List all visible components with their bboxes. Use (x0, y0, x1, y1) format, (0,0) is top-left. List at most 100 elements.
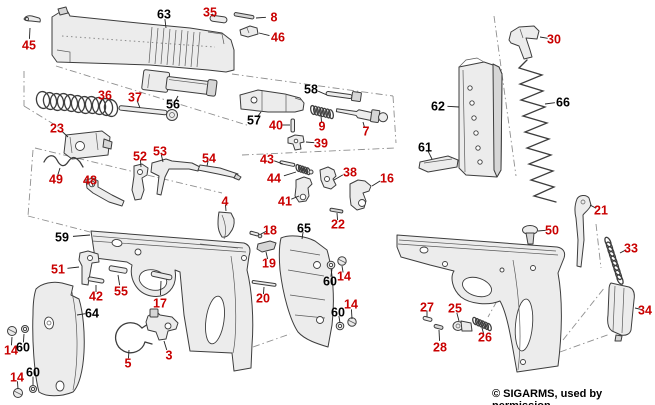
part-label-44: 44 (267, 172, 281, 186)
part-58 (325, 90, 362, 103)
leader-line (256, 111, 262, 118)
part-27 (422, 315, 433, 322)
leader-line (537, 229, 546, 232)
part-label-55: 55 (114, 285, 128, 299)
part-33 (604, 236, 624, 285)
leader-line (427, 151, 433, 160)
part-label-19: 19 (262, 257, 276, 271)
leader-line (117, 274, 121, 286)
leader-line (164, 18, 167, 29)
part-label-59: 59 (55, 231, 69, 245)
part-42 (87, 276, 105, 284)
part-22 (329, 207, 344, 214)
part-label-57: 57 (247, 114, 261, 128)
part-55 (108, 265, 128, 274)
part-label-58: 58 (304, 83, 318, 97)
part-frame-right (396, 234, 566, 373)
part-60 (21, 260, 345, 393)
leader-line (305, 141, 315, 144)
part-label-54: 54 (202, 152, 216, 166)
part-label-64: 64 (85, 307, 99, 321)
part-label-56: 56 (166, 98, 180, 112)
part-label-18: 18 (263, 224, 277, 238)
leader-line (438, 329, 440, 341)
part-label-60: 60 (26, 366, 40, 380)
copyright-notice: © SIGARMS, used by permission (492, 388, 603, 405)
leader-line (255, 16, 266, 19)
leader-line (140, 159, 142, 168)
part-38 (319, 166, 337, 190)
leader-line (371, 180, 381, 187)
part-label-5: 5 (125, 357, 132, 371)
leader-line (17, 381, 19, 390)
part-18 (249, 230, 263, 239)
part-label-35: 35 (203, 6, 217, 20)
part-43 (279, 160, 296, 167)
part-label-39: 39 (314, 137, 328, 151)
part-label-16: 16 (380, 172, 394, 186)
part-53 (150, 158, 201, 196)
leader-line (338, 315, 341, 324)
part-7 (335, 108, 389, 123)
part-52 (131, 163, 149, 201)
part-21 (574, 195, 592, 268)
part-label-14: 14 (344, 298, 358, 312)
leader-line (160, 280, 162, 296)
construction-lines (23, 15, 611, 353)
part-3 (145, 308, 179, 341)
part-label-28: 28 (433, 341, 447, 355)
part-65 (278, 235, 334, 348)
leader-line (174, 95, 179, 102)
part-62 (458, 57, 503, 178)
leader-line (163, 340, 168, 351)
part-25 (452, 320, 473, 332)
part-label-34: 34 (638, 304, 652, 318)
leader-line (136, 100, 141, 109)
part-label-9: 9 (319, 120, 326, 134)
part-8 (233, 12, 255, 20)
part-label-63: 63 (157, 8, 171, 22)
part-57 (239, 89, 305, 113)
part-label-30: 30 (547, 33, 561, 47)
part-39 (287, 134, 305, 151)
leader-lines (11, 13, 641, 390)
part-label-45: 45 (22, 39, 36, 53)
part-20 (251, 280, 277, 287)
leader-line (76, 313, 86, 316)
leader-line (539, 36, 548, 39)
part-63 (51, 6, 235, 73)
part-label-23: 23 (50, 122, 64, 136)
leader-line (544, 102, 555, 105)
part-23 (63, 130, 113, 160)
leader-line (258, 32, 270, 36)
leader-line (67, 266, 80, 269)
part-label-14: 14 (4, 344, 18, 358)
part-19 (256, 240, 277, 253)
part-36 (35, 90, 119, 118)
part-label-46: 46 (271, 31, 285, 45)
part-17 (150, 270, 173, 281)
leader-line (29, 27, 31, 39)
part-label-26: 26 (478, 331, 492, 345)
part-40 (290, 118, 295, 133)
part-label-61: 61 (418, 141, 432, 155)
part-64 (32, 281, 85, 397)
leader-line (72, 234, 91, 237)
part-46 (239, 25, 259, 38)
part-16 (349, 179, 372, 211)
part-41 (294, 176, 313, 203)
part-30 (508, 25, 540, 60)
leader-line (336, 212, 338, 221)
part-28 (433, 323, 444, 330)
leader-line (260, 231, 267, 235)
part-label-14: 14 (10, 371, 24, 385)
part-5 (115, 322, 153, 354)
part-label-42: 42 (89, 290, 103, 304)
part-label-53: 53 (153, 145, 167, 159)
part-37 (118, 105, 178, 121)
leader-line (57, 167, 61, 176)
part-label-50: 50 (545, 224, 559, 238)
